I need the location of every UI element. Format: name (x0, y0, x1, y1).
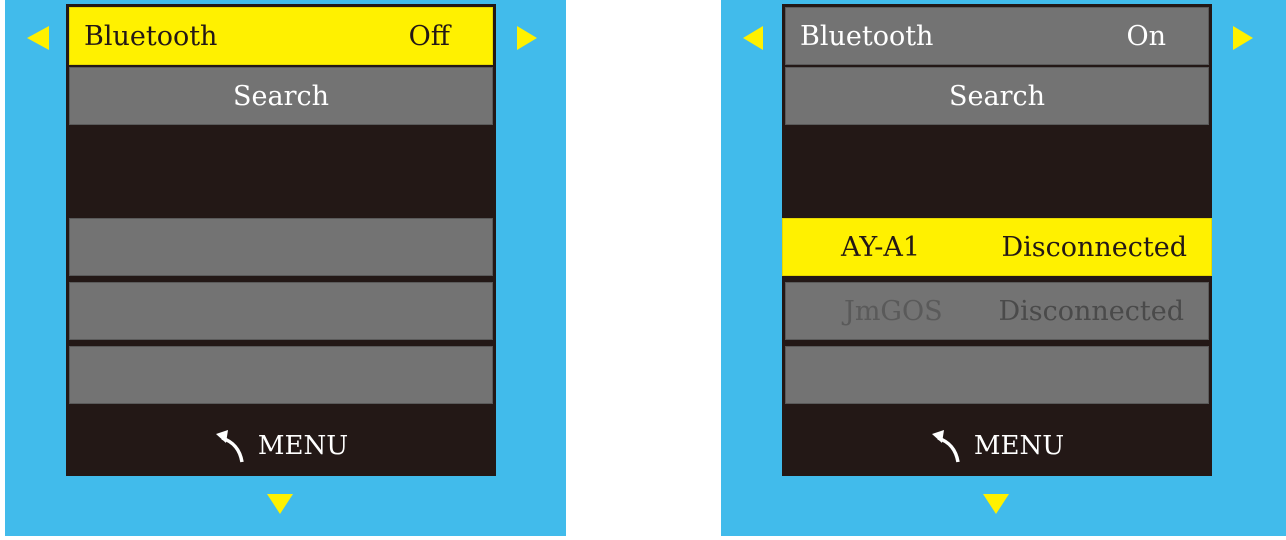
device-slot-3 (69, 346, 493, 404)
device-slot-1 (69, 218, 493, 276)
settings-panel: Bluetooth On Search AY-A1 Disconnected J… (782, 4, 1212, 476)
menu-label: MENU (973, 431, 1065, 461)
triangle-left-icon[interactable] (27, 26, 49, 50)
device-slot-2 (69, 282, 493, 340)
triangle-right-icon[interactable] (517, 26, 537, 50)
bluetooth-toggle-row[interactable]: Bluetooth Off (69, 7, 493, 65)
device-row-selected[interactable]: AY-A1 Disconnected (782, 218, 1212, 276)
triangle-down-icon[interactable] (267, 494, 293, 514)
search-label: Search (233, 80, 329, 112)
search-label: Search (949, 80, 1045, 112)
back-arrow-icon (930, 428, 964, 464)
device-status: Disconnected (1001, 231, 1187, 263)
device-slot-3 (785, 346, 1209, 404)
back-arrow-icon (214, 428, 248, 464)
menu-label: MENU (257, 431, 349, 461)
search-button[interactable]: Search (69, 67, 493, 125)
triangle-down-icon[interactable] (983, 494, 1009, 514)
bluetooth-screen-off: Bluetooth Off Search MENU (5, 0, 566, 536)
triangle-left-icon[interactable] (743, 26, 763, 50)
bluetooth-toggle-row[interactable]: Bluetooth On (785, 7, 1209, 65)
bluetooth-screen-on: Bluetooth On Search AY-A1 Disconnected J… (721, 0, 1286, 536)
menu-back-button[interactable]: MENU (782, 416, 1212, 476)
device-name: JmGOS (844, 295, 943, 327)
search-button[interactable]: Search (785, 67, 1209, 125)
bluetooth-label: Bluetooth (84, 20, 218, 52)
bluetooth-value: On (1126, 20, 1166, 52)
menu-back-button[interactable]: MENU (66, 416, 496, 476)
device-status: Disconnected (998, 295, 1184, 327)
device-name: AY-A1 (841, 231, 921, 263)
bluetooth-value: Off (408, 20, 450, 52)
bluetooth-label: Bluetooth (800, 20, 934, 52)
device-row[interactable]: JmGOS Disconnected (785, 282, 1209, 340)
triangle-right-icon[interactable] (1233, 26, 1253, 50)
settings-panel: Bluetooth Off Search MENU (66, 4, 496, 476)
